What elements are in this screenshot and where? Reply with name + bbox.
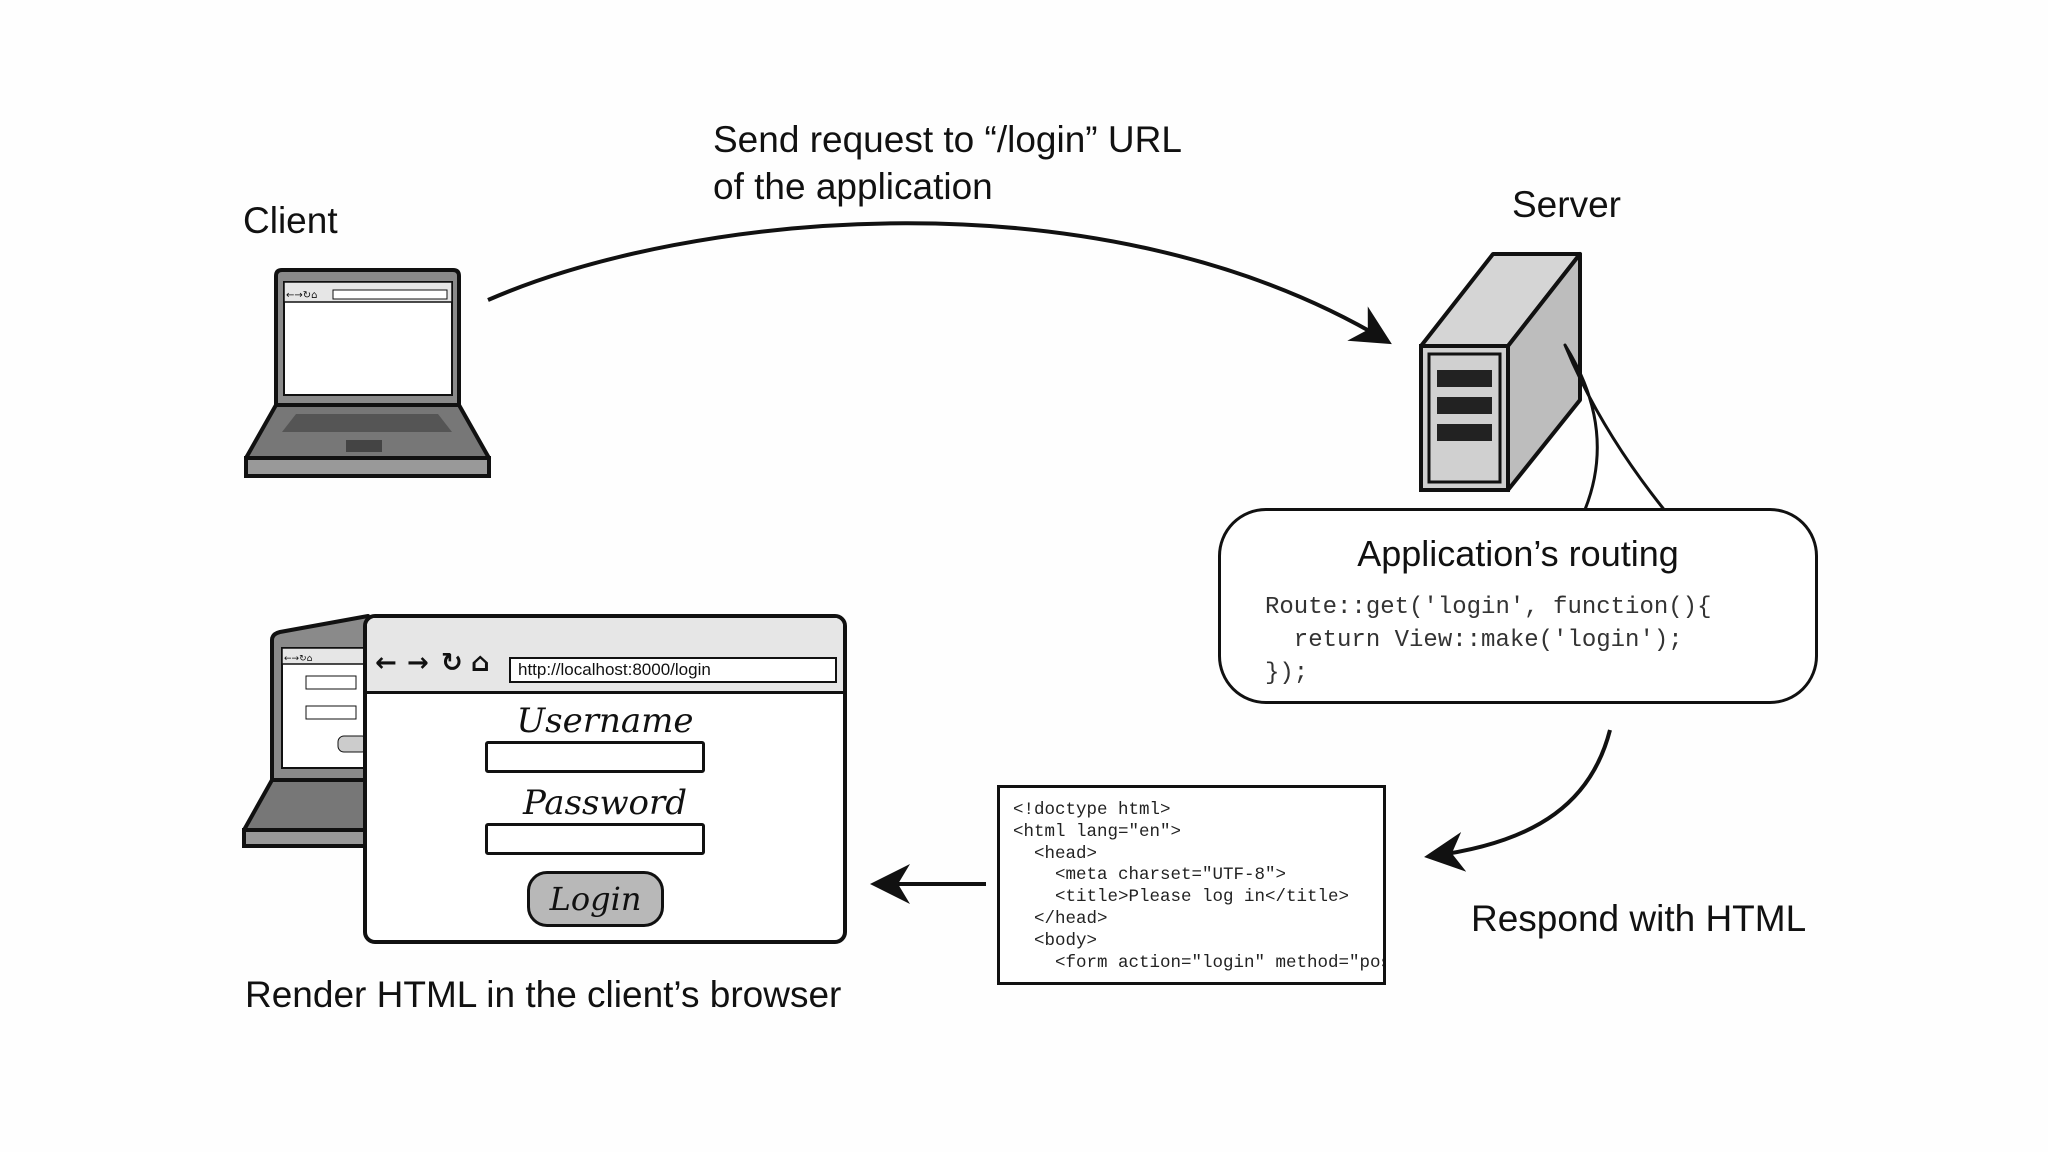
forward-arrow-icon[interactable]: → <box>407 648 429 678</box>
reload-icon[interactable]: ↻ <box>441 648 463 678</box>
address-bar[interactable]: http://localhost:8000/login <box>509 657 837 683</box>
server-icon <box>1419 252 1582 492</box>
browser-toolbar: ← → ↻ ⌂ http://localhost:8000/login <box>367 618 843 694</box>
username-label: Username <box>516 701 694 741</box>
client-laptop-behind-icon: ←→↻⌂ <box>242 614 370 848</box>
home-icon[interactable]: ⌂ <box>471 648 490 678</box>
html-response-code: <!doctype html> <html lang="en"> <head> … <box>1013 800 1383 973</box>
client-label: Client <box>243 200 338 241</box>
routing-title: Application’s routing <box>1357 533 1679 574</box>
server-label: Server <box>1512 184 1621 225</box>
respond-label: Respond with HTML <box>1471 898 1807 939</box>
routing-bubble-tail <box>1563 343 1668 514</box>
password-field[interactable] <box>485 823 705 855</box>
request-label-line1: Send request to “/login” URL <box>713 119 1182 160</box>
back-arrow-icon[interactable]: ← <box>375 648 397 678</box>
username-field[interactable] <box>485 741 705 773</box>
render-label: Render HTML in the client’s browser <box>245 974 842 1015</box>
svg-text:←→↻⌂: ←→↻⌂ <box>286 290 317 301</box>
browser-window: ← → ↻ ⌂ http://localhost:8000/login User… <box>363 614 847 944</box>
request-arrow <box>487 221 1392 345</box>
password-label: Password <box>522 783 688 823</box>
svg-text:←→↻⌂: ←→↻⌂ <box>284 654 313 664</box>
respond-arrow <box>1424 729 1612 872</box>
request-label: Send request to “/login” URL of the appl… <box>713 116 1182 210</box>
html-response-box: <!doctype html> <html lang="en"> <head> … <box>997 785 1386 985</box>
login-button[interactable]: Login <box>527 871 664 927</box>
routing-bubble: Application’s routing Route::get('login'… <box>1218 508 1818 704</box>
routing-code: Route::get('login', function(){ return V… <box>1265 594 1712 687</box>
request-label-line2: of the application <box>713 166 993 207</box>
client-laptop-icon: ←→↻⌂ <box>244 268 491 478</box>
